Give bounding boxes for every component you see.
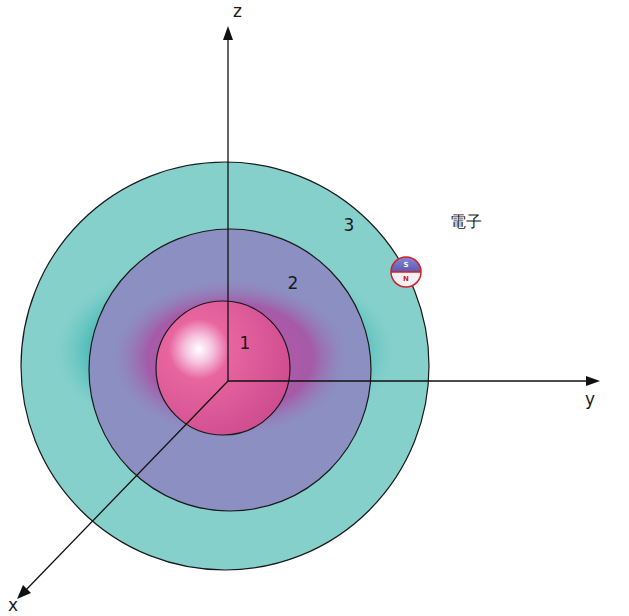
shell-circle: 321 [20, 161, 430, 571]
electron-symbol: 電子SN [390, 256, 422, 288]
axis-label: y [585, 391, 595, 408]
pole-label: S [403, 262, 408, 269]
pole-label: N [403, 276, 409, 283]
shell-number: 2 [288, 275, 299, 292]
axis-label: x [8, 597, 18, 614]
axis-label: z [233, 3, 242, 20]
nucleus-circle: 1 [155, 300, 291, 436]
electron-label: 電子 [450, 214, 482, 230]
shell-number: 1 [240, 335, 251, 352]
shape-outline [155, 300, 291, 436]
shell-number: 3 [344, 217, 355, 234]
shell-circle: 21 [88, 228, 372, 512]
